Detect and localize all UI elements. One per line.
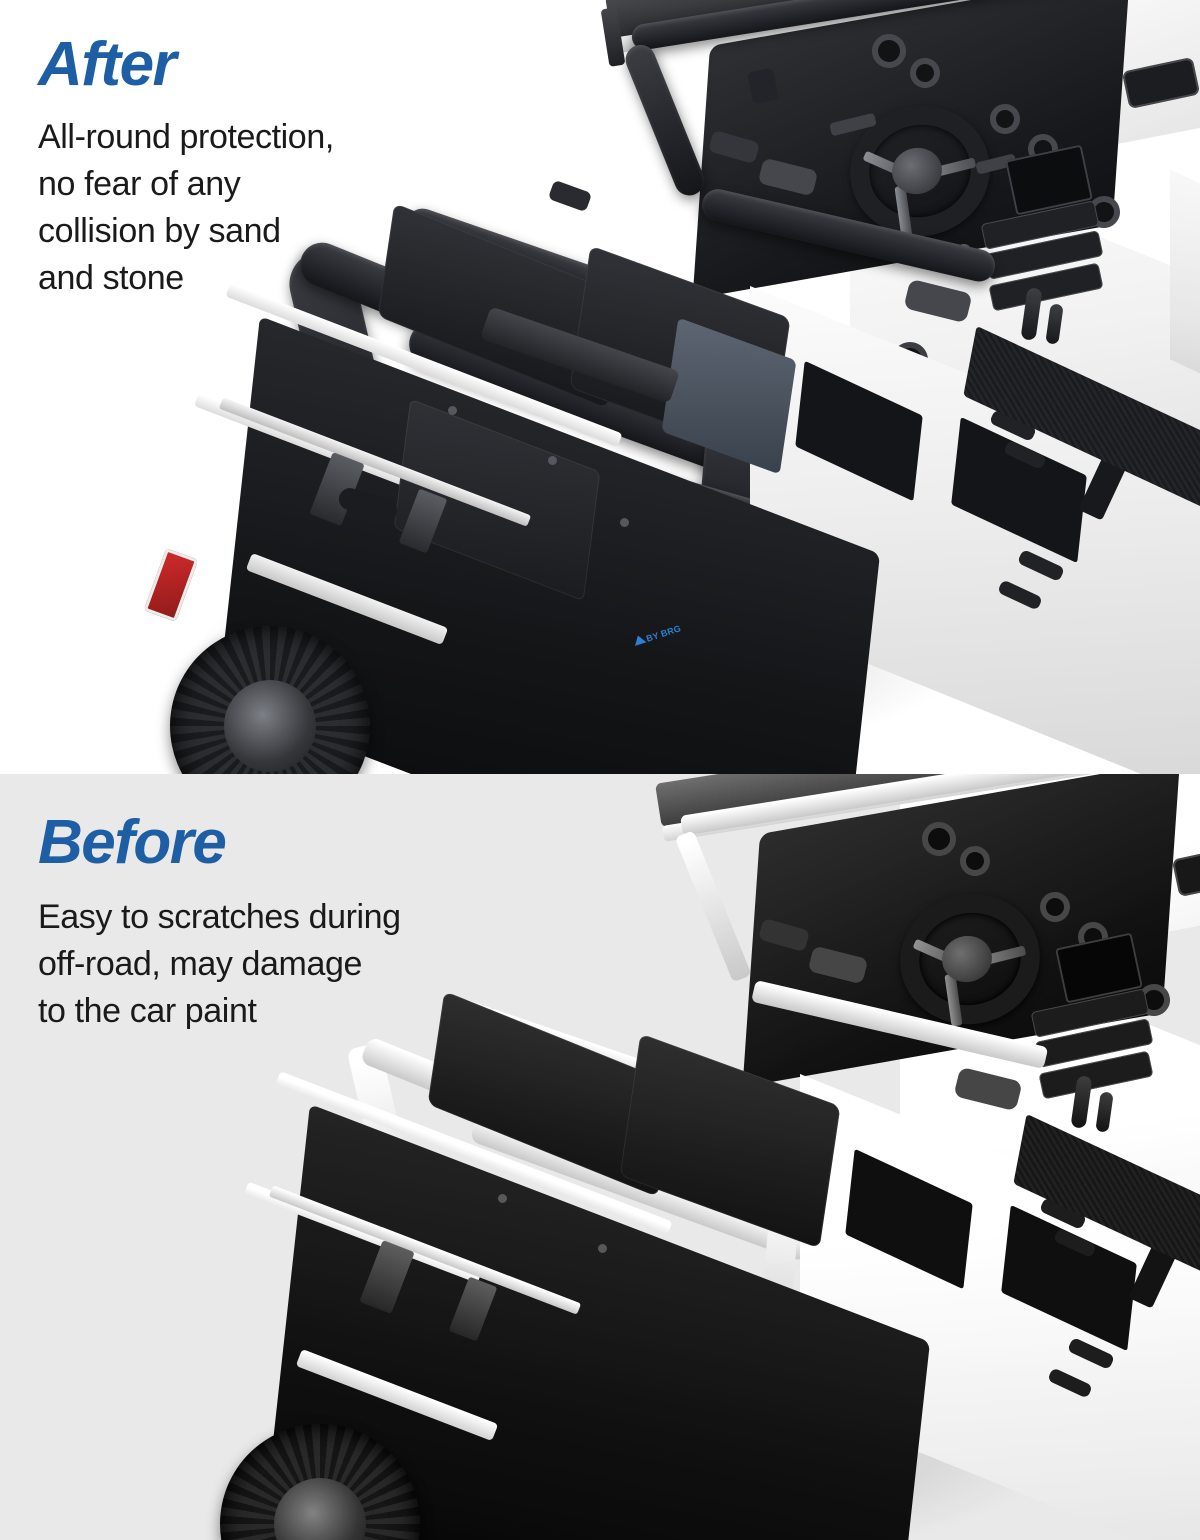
tub-bolt-2 — [548, 456, 557, 465]
tub-bolt-2-before — [598, 1244, 607, 1253]
bare-roll-bar-a-pillar-left — [674, 830, 752, 983]
panel-after: BY BRG After All-round protectio — [38, 0, 1200, 774]
tub-bolt-1 — [448, 406, 457, 415]
before-heading: Before — [38, 808, 227, 877]
before-photo — [0, 774, 1200, 1540]
tub-bolt-3 — [620, 518, 629, 527]
after-text-block: After All-round protection, no fear of a… — [38, 34, 334, 302]
after-body-text: All-round protection, no fear of any col… — [38, 118, 334, 297]
after-heading: After — [38, 30, 177, 99]
taillight — [143, 548, 199, 622]
spare-tire-rim — [224, 680, 316, 772]
roll-bar-pad-a-pillar-left — [621, 40, 709, 200]
tub-bolt-1-before — [498, 1194, 507, 1203]
panel-before: Before Easy to scratches during off-road… — [0, 774, 1200, 1540]
after-photo: BY BRG — [143, 0, 1200, 774]
before-text-block: Before Easy to scratches during off-road… — [38, 812, 401, 1035]
sport-bar-grab-handle-left — [547, 179, 593, 213]
before-body-text: Easy to scratches during off-road, may d… — [38, 898, 401, 1030]
